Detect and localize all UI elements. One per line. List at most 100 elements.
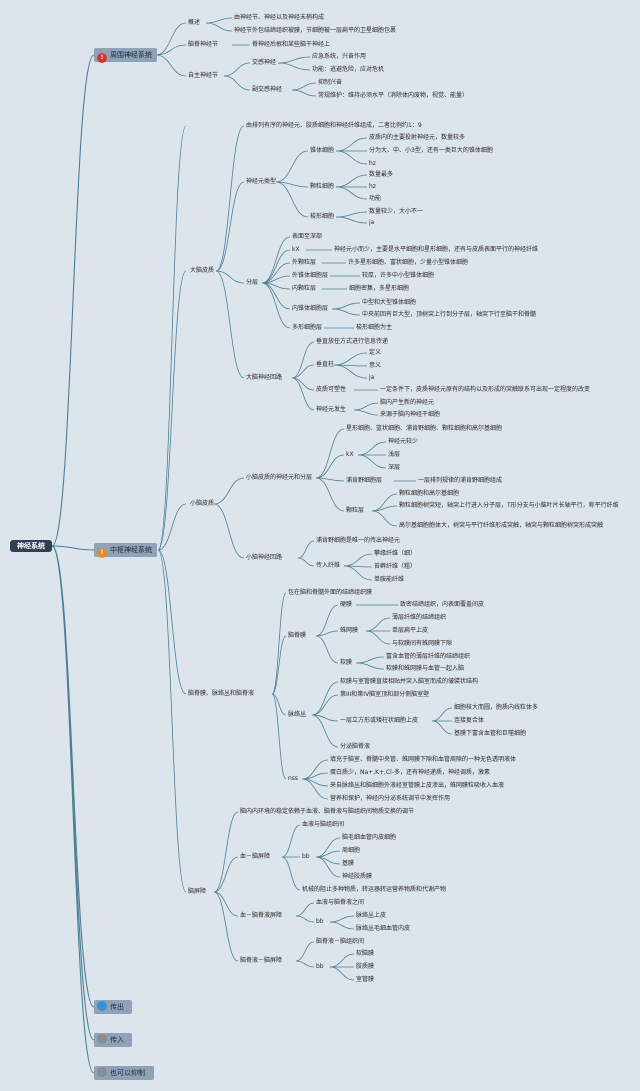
- node-leaf[interactable]: 与软膜间有蛛网膜下隙: [392, 640, 453, 647]
- node-leaf[interactable]: 颗粒细胞和高尔基细胞: [399, 490, 460, 497]
- node-neurogenesis[interactable]: 神经元发生: [316, 406, 347, 413]
- node-leaf[interactable]: 浦肯野细胞是唯一的传出神经元: [316, 537, 401, 544]
- node-leaf[interactable]: 功能：逃避危险，应对危机: [312, 66, 385, 73]
- node-leaf[interactable]: 定义: [369, 349, 382, 356]
- node-layer-key[interactable]: kX: [346, 451, 354, 458]
- node-leaf[interactable]: 连接复合体: [454, 717, 485, 724]
- node-layer-key[interactable]: 内颗粒层: [292, 285, 317, 292]
- node-leaf[interactable]: 分为大、中、小3型，还有一类巨大的锥体细胞: [369, 147, 493, 154]
- node-dura[interactable]: 硬膜: [340, 601, 353, 608]
- node-layers[interactable]: 分层: [246, 279, 259, 286]
- node-leaf[interactable]: 脊神经后根和某些脑干神经上: [252, 41, 331, 48]
- node-brain-barrier[interactable]: 脑屏障: [188, 888, 207, 895]
- node-leaf[interactable]: 胶质膜: [356, 963, 375, 970]
- node-leaf[interactable]: 血液与脑组织间: [302, 821, 345, 828]
- node-leaf[interactable]: 一定条件下，皮质神经元原有的结构以及形成的突触联系可出现一定程度的改变: [380, 386, 591, 393]
- node-leaf[interactable]: 功能: [369, 195, 382, 202]
- node-leaf[interactable]: 来自脉络丛和脑细胞外液经室管膜上皮渗出，蛛网膜粒吸收入血液: [330, 782, 505, 789]
- node-leaf[interactable]: 单胺能纤维: [374, 576, 405, 583]
- node-cerebellar-neurons[interactable]: 小脑皮质的神经元和分层: [246, 474, 313, 481]
- node-choroid-plexus[interactable]: 脉络丛: [288, 711, 307, 718]
- node-arachnoid[interactable]: 蛛网膜: [340, 627, 359, 634]
- node-pia[interactable]: 软膜: [340, 659, 353, 666]
- node-intro[interactable]: 由排列有序的神经元、胶质细胞和神经纤维组成，二者比例约1：9: [246, 122, 422, 129]
- node-leaf[interactable]: ja: [369, 219, 375, 226]
- node-leaf[interactable]: 包在脑和脊髓外面的结缔组织膜: [288, 589, 373, 596]
- node-layer-key[interactable]: 外颗粒层: [292, 259, 317, 266]
- node-leaf[interactable]: 苔藓纤维（粗）: [374, 563, 417, 570]
- node-fusiform[interactable]: 梭形细胞: [310, 213, 335, 220]
- node-leaf[interactable]: 脉络丛毛细血管内皮: [356, 925, 411, 932]
- node-meninges[interactable]: 脑脊膜: [288, 632, 307, 639]
- node-leaf[interactable]: 神经元小而少，主要是水平细胞和星形细胞，还有与皮质表面平行的神经纤维: [334, 246, 539, 253]
- node-parasympathetic[interactable]: 副交感神经: [252, 86, 283, 93]
- node-leaf[interactable]: 脉络丛上皮: [356, 912, 387, 919]
- node-leaf[interactable]: 颗粒细胞树突短，轴突上行进入分子层，T形分支与小脑叶片长轴平行，称平行纤维: [399, 502, 619, 509]
- node-meninges-plexus-csf[interactable]: 脑脊膜、脉络丛和脑脊液: [188, 690, 255, 697]
- node-neuron-types[interactable]: 神经元类型: [246, 178, 277, 185]
- node-column[interactable]: 垂直柱: [316, 361, 335, 368]
- node-cerebellar-cortex[interactable]: 小脑皮质: [190, 500, 215, 507]
- node-leaf[interactable]: 数量较少，大小不一: [369, 208, 424, 215]
- category-inhibit[interactable]: 也可以抑制: [94, 1066, 154, 1080]
- node-leaf[interactable]: 致密结缔组织，内表面覆盖间皮: [400, 601, 485, 608]
- node-leaf[interactable]: 细胞密集，多星形细胞: [349, 285, 410, 292]
- node-layer-key[interactable]: bb: [316, 963, 324, 970]
- node-brain-spinal-ganglion[interactable]: 脑脊神经节: [188, 41, 219, 48]
- node-purkinje-layer[interactable]: 浦肯野细胞层: [346, 477, 383, 484]
- node-leaf[interactable]: 皮质内的主要投射神经元，数量较多: [369, 134, 466, 141]
- node-layer-key[interactable]: 多形细胞层: [292, 324, 323, 331]
- node-leaf[interactable]: 梭形细胞为主: [356, 324, 393, 331]
- node-leaf[interactable]: 神经节外包结缔组织被膜，节细胞被一层扁平的卫星细胞包裹: [234, 27, 397, 34]
- node-leaf[interactable]: 浅层: [388, 451, 401, 458]
- node-granule[interactable]: 颗粒细胞: [310, 183, 335, 190]
- node-leaf[interactable]: 较厚，许多中小型锥体细胞: [362, 272, 435, 279]
- node-leaf[interactable]: 营养和保护，神经内分泌系统调节中发挥作用: [330, 795, 451, 802]
- node-leaf[interactable]: 意义: [369, 362, 382, 369]
- category-efferent[interactable]: 传出: [94, 1000, 132, 1014]
- node-layer-key[interactable]: bb: [316, 918, 324, 925]
- category-afferent[interactable]: 传入: [94, 1033, 132, 1047]
- node-leaf[interactable]: 抑制兴奋: [318, 79, 343, 86]
- node-leaf[interactable]: 应急系统，兴奋作用: [312, 53, 367, 60]
- node-leaf[interactable]: 软膜和蛛网膜与血管一起入脑: [386, 665, 465, 672]
- node-leaf[interactable]: 分泌脑脊液: [340, 743, 371, 750]
- node-leaf[interactable]: 薄层纤维的结缔组织: [392, 614, 447, 621]
- node-leaf[interactable]: ja: [369, 374, 375, 381]
- node-csf-brain-barrier[interactable]: 脑脊液－脑屏障: [240, 957, 283, 964]
- node-leaf[interactable]: 中央前回有巨大型，顶树突上行到分子层，轴突下行至脑干和脊髓: [362, 311, 537, 318]
- node-leaf[interactable]: 基膜: [342, 860, 355, 867]
- node-leaf[interactable]: 富含血管的薄层纤维的结缔组织: [386, 653, 471, 660]
- node-leaf[interactable]: 机械的阻止多种物质，转运器转运营养物质和代谢产物: [302, 886, 447, 893]
- node-leaf[interactable]: 来源于脑内神经干细胞: [380, 411, 441, 418]
- node-leaf[interactable]: 血液与脑脊液之间: [316, 899, 365, 906]
- node-leaf[interactable]: 星形细胞、篮状细胞、浦肯野细胞、颗粒细胞和高尔基细胞: [346, 425, 503, 432]
- node-leaf[interactable]: 许多星形细胞、富状细胞，少量小型锥体细胞: [348, 259, 469, 266]
- node-leaf[interactable]: 填充于脑室、脊髓中央管、蛛网膜下隙和血管周隙的一种无色透明液体: [330, 756, 517, 763]
- node-leaf[interactable]: 一层排列规律的浦肯野细胞组成: [418, 477, 503, 484]
- node-leaf[interactable]: 深层: [388, 464, 401, 471]
- node-leaf[interactable]: 基膜下富含血管和巨噬细胞: [454, 730, 527, 737]
- node-layer-key[interactable]: kX: [292, 246, 300, 253]
- node-leaf[interactable]: 神经元较少: [388, 438, 419, 445]
- node-leaf[interactable]: 细胞核大而圆，胞质内线粒体多: [454, 704, 539, 711]
- node-csf[interactable]: nss: [288, 775, 299, 782]
- node-leaf[interactable]: 脑内产生新的神经元: [380, 399, 435, 406]
- node-leaf[interactable]: 软膜与室管膜直接相贴并突入脑室而成的皱襞状结构: [340, 678, 479, 685]
- node-cerebellar-circuit[interactable]: 小脑神经回路: [246, 554, 283, 561]
- node-leaf[interactable]: 脑内内环境的稳定依赖于血液、脑脊液与脑组织间物质交换的调节: [240, 808, 415, 815]
- node-leaf[interactable]: 第III和第IV脑室顶和部分侧脑室壁: [340, 691, 430, 698]
- node-afferent-fibers[interactable]: 传入纤维: [316, 562, 341, 569]
- node-leaf[interactable]: 蛋白质少，Na+,K+,Cl-多，还有神经递质，神经调质，激素: [330, 769, 490, 776]
- node-leaf[interactable]: 由神经节、神经以及神经末梢构成: [234, 14, 325, 21]
- node-leaf[interactable]: 攀缘纤维（细）: [374, 550, 417, 557]
- node-leaf[interactable]: 室管膜: [356, 976, 375, 983]
- node-layer-key[interactable]: 内锥体细胞层: [292, 305, 329, 312]
- category-peripheral[interactable]: !周围神经系统: [94, 48, 157, 63]
- node-cerebral-cortex[interactable]: 大脑皮质: [190, 267, 215, 274]
- node-leaf[interactable]: 脑毛细血管内皮细胞: [342, 834, 397, 841]
- node-leaf[interactable]: 高尔基细胞胞体大，树突与平行纤维形成突触，轴突与颗粒细胞树突形成突触: [399, 522, 604, 529]
- node-autonomic-ganglion[interactable]: 自主神经节: [188, 72, 219, 79]
- node-leaf[interactable]: 单层扁平上皮: [392, 627, 429, 634]
- node-leaf[interactable]: 数量最多: [369, 171, 394, 178]
